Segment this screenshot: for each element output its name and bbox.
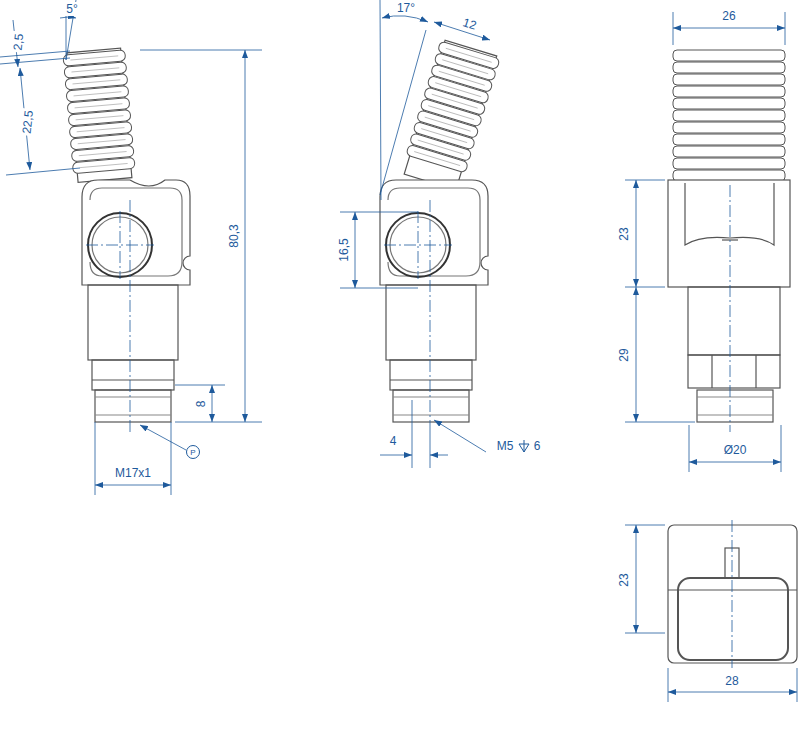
dimension-label: M17x1 <box>113 466 153 480</box>
dimension-label: 26 <box>720 9 737 23</box>
dimension-label: 29 <box>617 346 631 363</box>
dimension-label: 16,5 <box>337 236 351 263</box>
dimension-label: 6 <box>532 439 543 453</box>
callout-circle: P <box>186 445 200 459</box>
dimension-label: 4 <box>388 434 399 448</box>
dimension-label: Ø20 <box>722 443 749 457</box>
dimension-label: 28 <box>723 674 740 688</box>
dimension-label: 23 <box>617 225 631 242</box>
callout-letter: P <box>190 448 195 457</box>
dimension-label: 8 <box>194 399 208 410</box>
dimension-label: M5 <box>495 439 516 453</box>
dimension-label: 2,5 <box>10 31 26 53</box>
dimension-label: 12 <box>460 15 481 34</box>
dimension-label: 22,5 <box>20 108 37 137</box>
dimension-label: 80,3 <box>227 222 241 249</box>
dimension-label: 23 <box>617 571 631 588</box>
depth-symbol <box>519 440 529 452</box>
dimension-label: 5° <box>64 2 79 16</box>
dimension-label: 17° <box>395 1 417 15</box>
